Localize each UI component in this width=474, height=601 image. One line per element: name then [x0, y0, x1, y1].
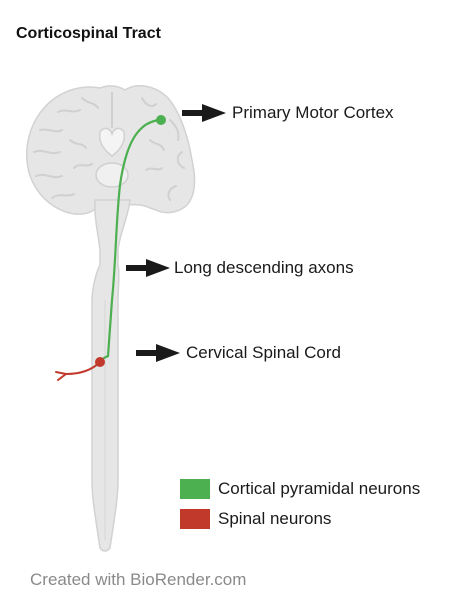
spinal-neuron [55, 357, 105, 381]
neuron-cell-body-green [156, 115, 166, 125]
label-long-descending-axons: Long descending axons [174, 258, 354, 277]
label-cervical-spinal-cord: Cervical Spinal Cord [186, 343, 341, 362]
brain-coronal-section-icon [26, 85, 196, 215]
cortical-pyramidal-neuron [102, 115, 166, 360]
legend-label-spinal: Spinal neurons [218, 509, 332, 528]
arrow-right-icon [136, 344, 180, 362]
arrow-right-icon [126, 259, 170, 277]
legend-swatch-green [180, 479, 210, 499]
diagram-title: Corticospinal Tract [16, 25, 161, 42]
legend-label-cortical: Cortical pyramidal neurons [218, 479, 421, 498]
arrow-right-icon [182, 104, 226, 122]
legend-swatch-red [180, 509, 210, 529]
spinal-cord-icon [91, 199, 131, 552]
label-primary-motor-cortex: Primary Motor Cortex [232, 103, 394, 122]
biorender-credit: Created with BioRender.com [30, 570, 247, 589]
neuron-cell-body-red [95, 357, 105, 367]
